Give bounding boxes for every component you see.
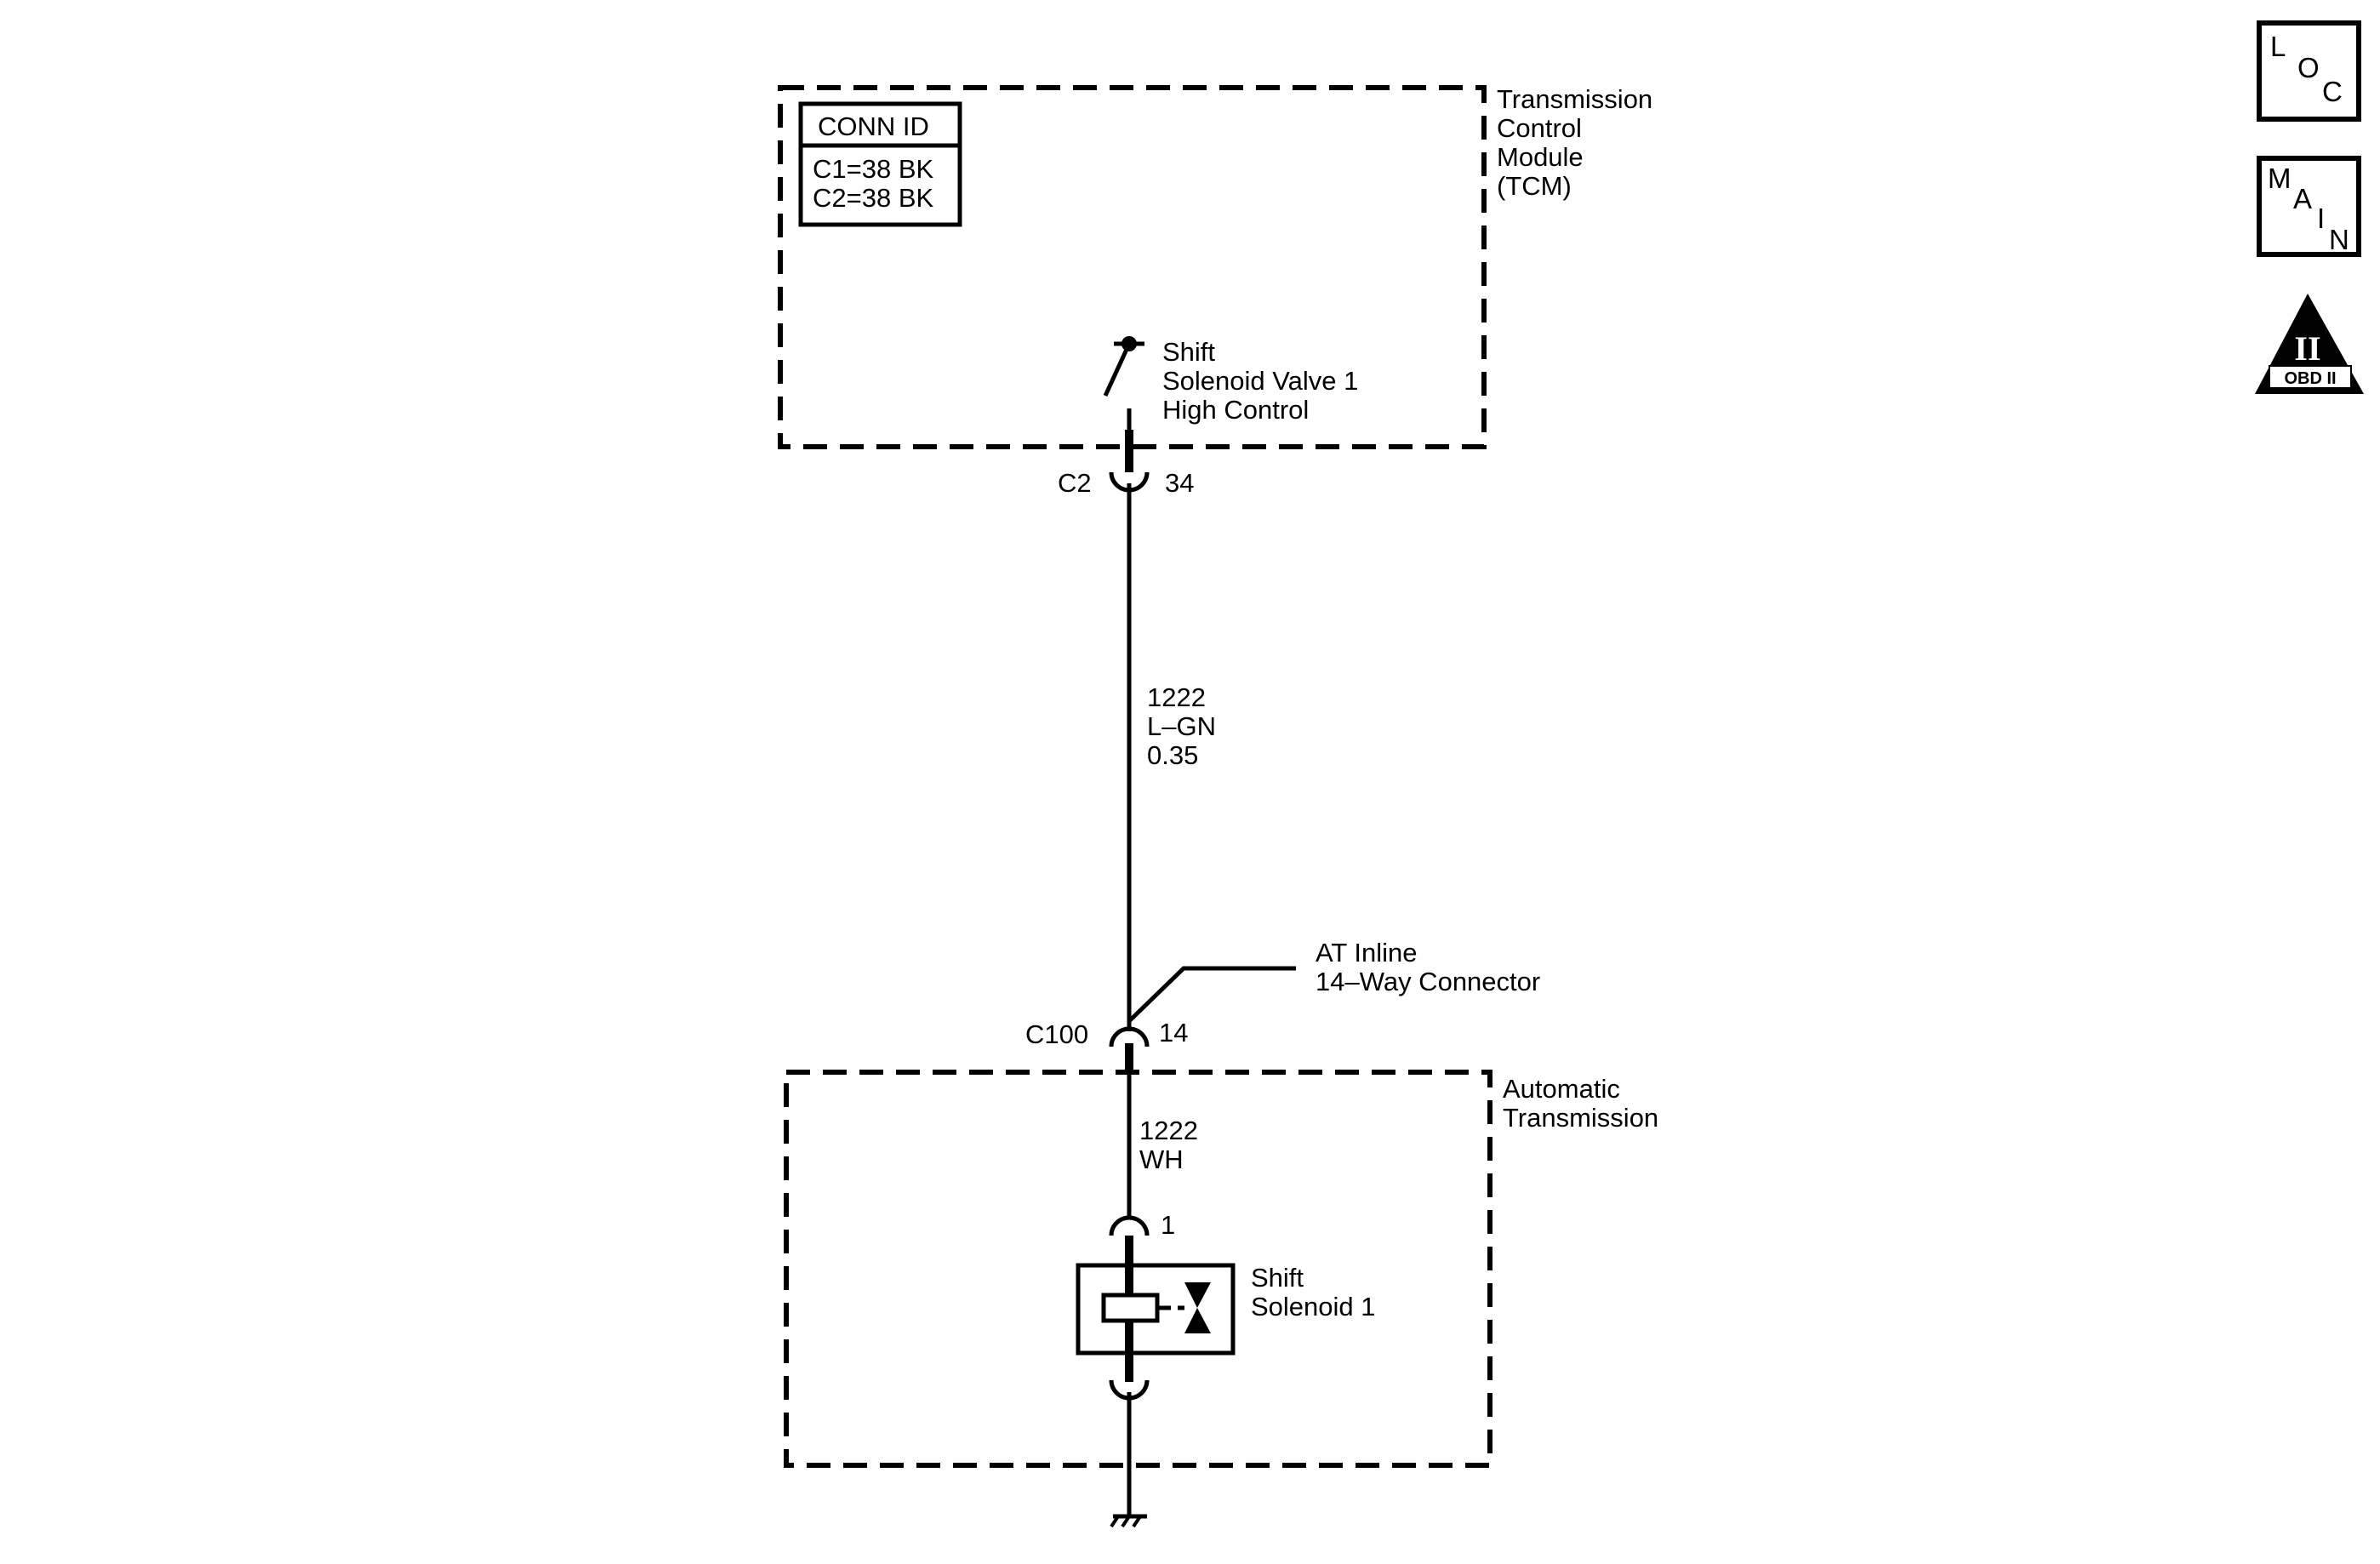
switch-icon — [1103, 336, 1144, 447]
tcm-name-line-3: Module — [1497, 142, 1584, 172]
loc-badge[interactable]: L O C — [2257, 20, 2361, 122]
inline-connector-leader — [1127, 966, 1296, 1023]
c2-connector-name: C2 — [1058, 468, 1092, 498]
solenoid-pin-number: 1 — [1161, 1210, 1175, 1240]
tcm-name-line-4: (TCM) — [1497, 171, 1572, 201]
loc-letter-l: L — [2270, 31, 2286, 62]
main-letter-m: M — [2268, 163, 2292, 194]
valve-icon — [1184, 1282, 1211, 1333]
solenoid-icon — [1101, 1293, 1160, 1323]
conn-id-title: CONN ID — [818, 111, 929, 141]
tcm-name-line-2: Control — [1497, 113, 1582, 143]
wire-upper-color: L–GN — [1147, 711, 1216, 741]
inline-connector-label-line-1: AT Inline — [1316, 938, 1417, 968]
obd-label: OBD II — [2284, 369, 2336, 388]
main-letter-i: I — [2317, 203, 2325, 234]
obd-label-plate — [2269, 365, 2352, 389]
c100-connector-pin: 14 — [1159, 1018, 1188, 1047]
solenoid-pin-connector-icon — [1109, 1215, 1150, 1236]
automatic-transmission: Automatic Transmission 1222 WH 1 Shift S… — [784, 1043, 1658, 1516]
c100-connector-icon — [1109, 1026, 1150, 1047]
wire-upper-circuit: 1222 — [1147, 682, 1206, 712]
transmission-dashed-boundary — [784, 1070, 1492, 1468]
main-badge[interactable]: M A I N — [2257, 156, 2361, 257]
solenoid-housing — [1076, 1263, 1236, 1356]
wire-upper-size: 0.35 — [1147, 740, 1198, 770]
obd-ii-badge[interactable]: II OBD II — [2255, 294, 2364, 394]
c100-connector-name: C100 — [1025, 1019, 1088, 1049]
wire-lower-circuit: 1222 — [1139, 1116, 1198, 1145]
conn-id-table: CONN ID C1=38 BK C2=38 BK — [798, 101, 962, 227]
c2-connector-pin: 34 — [1165, 468, 1194, 498]
main-letter-n: N — [2329, 224, 2349, 255]
tcm-dashed-boundary — [778, 85, 1487, 449]
conn-id-frame — [798, 101, 962, 227]
loc-letter-o: O — [2297, 52, 2320, 83]
conn-id-row-c2: C2=38 BK — [813, 183, 934, 213]
switch-label-line-3: High Control — [1162, 395, 1309, 425]
loc-badge-frame — [2257, 20, 2361, 122]
main-badge-frame — [2257, 156, 2361, 257]
obd-numeral: II — [2294, 329, 2320, 368]
main-letter-a: A — [2293, 183, 2312, 214]
solenoid-label-line-1: Shift — [1251, 1263, 1304, 1293]
inline-connector-label-line-2: 14–Way Connector — [1316, 967, 1540, 996]
ground-icon — [1110, 1514, 1147, 1528]
wire-lower-color: WH — [1139, 1144, 1184, 1174]
tcm-name-line-1: Transmission — [1497, 84, 1652, 114]
switch-label-line-2: Solenoid Valve 1 — [1162, 366, 1358, 396]
switch-label-line-1: Shift — [1162, 337, 1215, 367]
solenoid-label-line-2: Solenoid 1 — [1251, 1292, 1376, 1321]
conn-id-row-c1: C1=38 BK — [813, 154, 934, 184]
loc-letter-c: C — [2322, 76, 2343, 107]
transmission-name-line-1: Automatic — [1503, 1074, 1620, 1104]
tcm-module: Transmission Control Module (TCM) CONN I… — [778, 84, 1652, 449]
transmission-name-line-2: Transmission — [1503, 1103, 1658, 1133]
